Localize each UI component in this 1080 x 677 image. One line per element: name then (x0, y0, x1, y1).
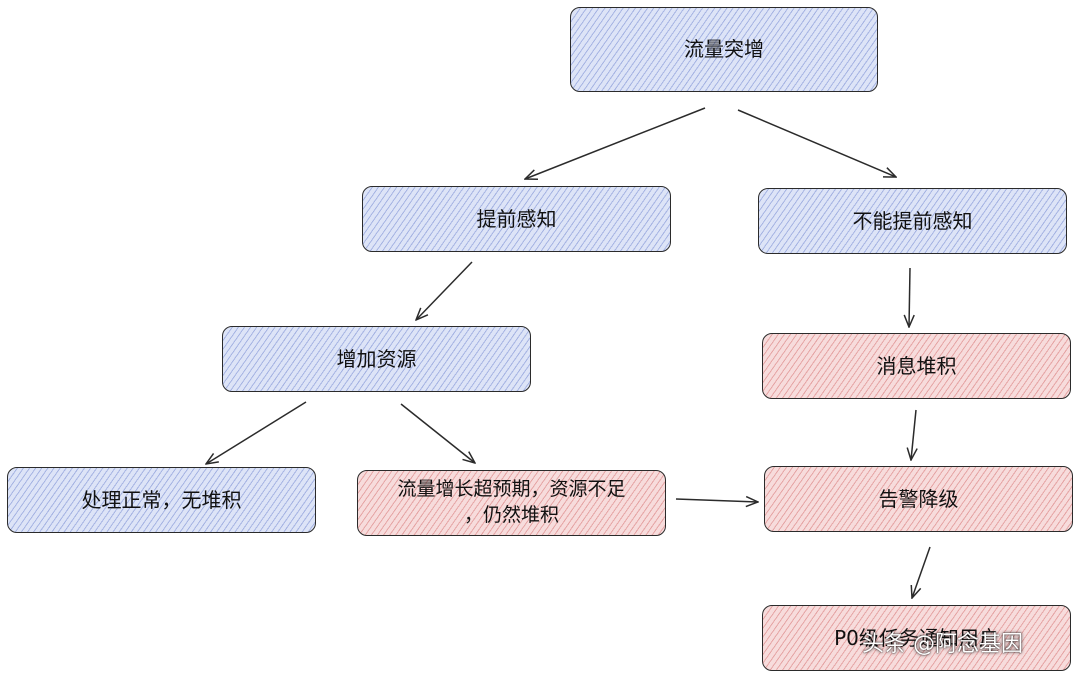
node-exceeded-expectation: 流量增长超预期，资源不足 ，仍然堆积 (357, 470, 666, 536)
node-alert-degrade: 告警降级 (764, 466, 1073, 532)
node-cannot-predict: 不能提前感知 (758, 188, 1067, 254)
edge-surge-to-predict (525, 107, 706, 179)
edge-predict-to-add-resources (416, 261, 473, 320)
node-p0-label: P0级任务通知用户 (834, 625, 999, 650)
node-exceeded-line2: ，仍然堆积 (463, 504, 559, 526)
node-handled-label: 处理正常，无堆积 (81, 487, 242, 512)
node-add-resources: 增加资源 (222, 326, 531, 392)
node-handled-normally: 处理正常，无堆积 (7, 467, 316, 533)
node-msg-backlog-label: 消息堆积 (876, 353, 957, 378)
node-p0-notify: P0级任务通知用户 (762, 605, 1071, 671)
node-predict-label: 提前感知 (476, 206, 557, 231)
node-alert-label: 告警降级 (878, 486, 959, 511)
edge-add-resources-to-handled (206, 401, 307, 464)
edge-no-predict-to-msg-backlog (909, 267, 910, 327)
node-flow-surge: 流量突增 (570, 7, 878, 92)
node-predict-in-advance: 提前感知 (362, 186, 671, 252)
edge-alert-to-p0 (912, 546, 931, 598)
node-exceeded-label: 流量增长超预期，资源不足 ，仍然堆积 (397, 477, 625, 528)
node-exceeded-line1: 流量增长超预期，资源不足 (397, 478, 626, 501)
node-add-resources-label: 增加资源 (336, 346, 417, 371)
edge-surge-to-no-predict (737, 109, 896, 177)
watermark: 头条 @阿念基因 (862, 632, 1023, 657)
node-no-predict-label: 不能提前感知 (852, 208, 973, 233)
node-message-backlog: 消息堆积 (762, 333, 1071, 399)
edge-exceeded-to-alert (675, 499, 758, 502)
node-flow-surge-label: 流量突增 (684, 37, 764, 61)
edge-msg-backlog-to-alert (911, 409, 916, 460)
edge-add-resources-to-exceeded (400, 403, 475, 463)
